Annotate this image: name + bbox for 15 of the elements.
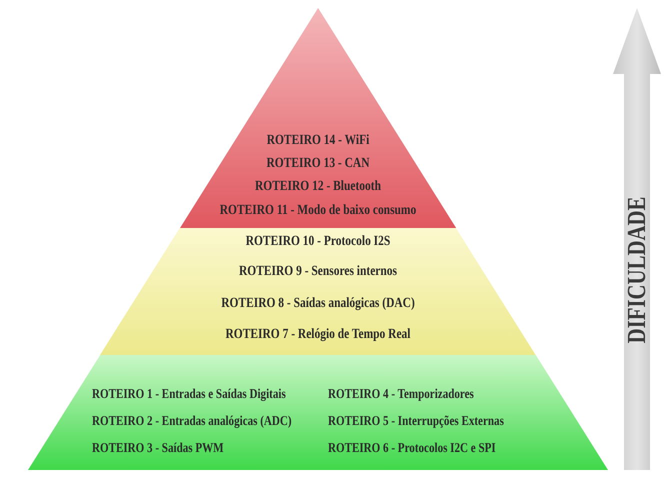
- roadmap-item: ROTEIRO 6 - Protocolos I2C e SPI: [328, 440, 496, 456]
- axis-label: DIFICULDADE: [622, 196, 652, 344]
- roadmap-item: ROTEIRO 2 - Entradas analógicas (ADC): [92, 413, 292, 429]
- roadmap-item: ROTEIRO 12 - Bluetooth: [255, 179, 381, 195]
- roadmap-item: ROTEIRO 1 - Entradas e Saídas Digitais: [92, 386, 286, 402]
- roadmap-item: ROTEIRO 8 - Saídas analógicas (DAC): [221, 296, 415, 312]
- roadmap-item: ROTEIRO 10 - Protocolo I2S: [246, 234, 390, 250]
- roadmap-item: ROTEIRO 11 - Modo de baixo consumo: [220, 203, 416, 219]
- roadmap-item: ROTEIRO 5 - Interrupções Externas: [328, 413, 504, 429]
- roadmap-item: ROTEIRO 13 - CAN: [266, 156, 370, 172]
- roadmap-item: ROTEIRO 3 - Saídas PWM: [92, 440, 224, 456]
- roadmap-item: ROTEIRO 14 - WiFi: [266, 133, 370, 149]
- roadmap-item: ROTEIRO 4 - Temporizadores: [328, 386, 474, 402]
- roadmap-item: ROTEIRO 9 - Sensores internos: [239, 264, 397, 280]
- roadmap-item: ROTEIRO 7 - Relógio de Tempo Real: [226, 327, 410, 343]
